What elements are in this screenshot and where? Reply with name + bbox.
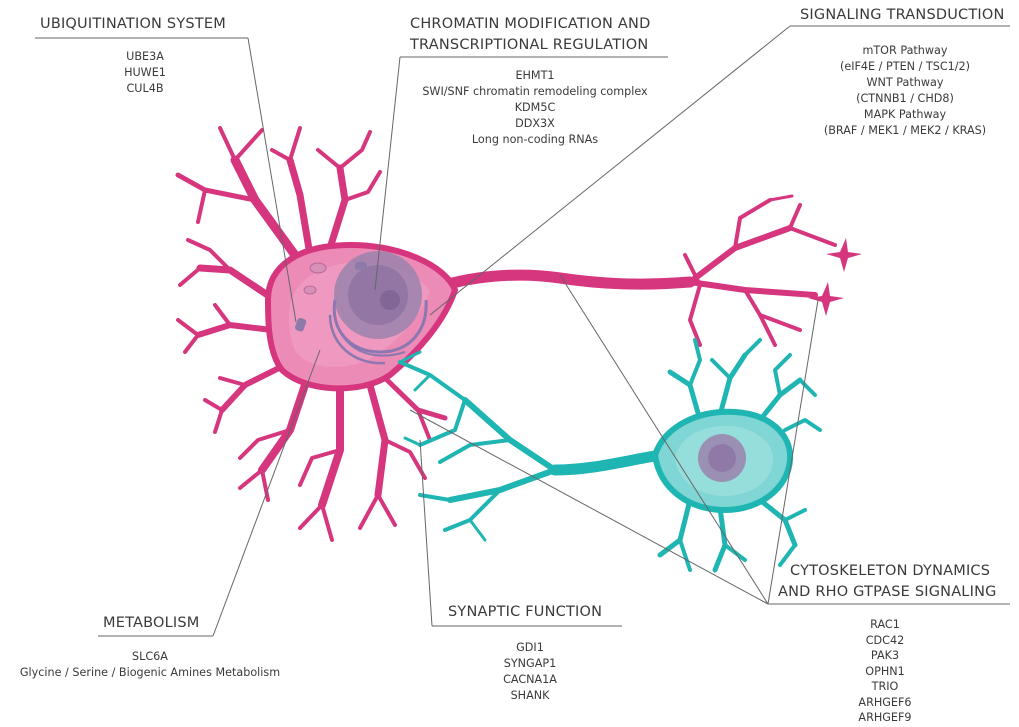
signaling-list: mTOR Pathway (eIF4E / PTEN / TSC1/2) WNT… — [800, 43, 1010, 139]
list-item: Glycine / Serine / Biogenic Amines Metab… — [0, 665, 300, 681]
axon-terminal-stars — [808, 238, 862, 316]
ubiquitination-list: UBE3A HUWE1 CUL4B — [100, 49, 190, 97]
pathway-name: WNT Pathway — [800, 75, 1010, 91]
metabolism-list: SLC6A Glycine / Serine / Biogenic Amines… — [0, 649, 300, 681]
list-item: PAK3 — [835, 648, 935, 664]
pathway-genes: (BRAF / MEK1 / MEK2 / KRAS) — [800, 123, 1010, 139]
list-item: OPHN1 — [835, 664, 935, 680]
list-item: CACNA1A — [470, 672, 590, 688]
list-item: CDC42 — [835, 633, 935, 649]
pathway-group: mTOR Pathway (eIF4E / PTEN / TSC1/2) — [800, 43, 1010, 75]
list-item: UBE3A — [100, 49, 190, 65]
ubiquitination-title: UBIQUITINATION SYSTEM — [40, 16, 226, 32]
cytoskeleton-title-line1: CYTOSKELETON DYNAMICS — [790, 563, 990, 579]
list-item: CUL4B — [100, 81, 190, 97]
synaptic-list: GDI1 SYNGAP1 CACNA1A SHANK — [470, 640, 590, 704]
list-item: DDX3X — [400, 116, 670, 132]
list-item: ARHGEF9 — [835, 710, 935, 726]
pink-soma — [268, 245, 455, 388]
list-item: GDI1 — [470, 640, 590, 656]
list-item: KDM5C — [400, 100, 670, 116]
list-item: Long non-coding RNAs — [400, 132, 670, 148]
signaling-title: SIGNALING TRANSDUCTION — [800, 7, 1005, 23]
cytoskeleton-list: RAC1 CDC42 PAK3 OPHN1 TRIO ARHGEF6 ARHGE… — [835, 617, 935, 726]
list-item: ARHGEF6 — [835, 695, 935, 711]
metabolism-title: METABOLISM — [103, 615, 200, 631]
cytoskeleton-title-line2: AND RHO GTPASE SIGNALING — [778, 584, 997, 600]
list-item: SLC6A — [0, 649, 300, 665]
list-item: RAC1 — [835, 617, 935, 633]
list-item: SHANK — [470, 688, 590, 704]
pathway-name: MAPK Pathway — [800, 107, 1010, 123]
list-item: SWI/SNF chromatin remodeling complex — [400, 84, 670, 100]
pathway-group: WNT Pathway (CTNNB1 / CHD8) — [800, 75, 1010, 107]
teal-soma — [655, 412, 790, 510]
chromatin-title-line2: TRANSCRIPTIONAL REGULATION — [410, 37, 648, 53]
list-item: EHMT1 — [400, 68, 670, 84]
chromatin-title-line1: CHROMATIN MODIFICATION AND — [410, 16, 650, 32]
pathway-group: MAPK Pathway (BRAF / MEK1 / MEK2 / KRAS) — [800, 107, 1010, 139]
chromatin-list: EHMT1 SWI/SNF chromatin remodeling compl… — [400, 68, 670, 148]
synaptic-title: SYNAPTIC FUNCTION — [448, 604, 602, 620]
pathway-genes: (eIF4E / PTEN / TSC1/2) — [800, 59, 1010, 75]
list-item: TRIO — [835, 679, 935, 695]
list-item: HUWE1 — [100, 65, 190, 81]
list-item: SYNGAP1 — [470, 656, 590, 672]
pathway-name: mTOR Pathway — [800, 43, 1010, 59]
pathway-genes: (CTNNB1 / CHD8) — [800, 91, 1010, 107]
